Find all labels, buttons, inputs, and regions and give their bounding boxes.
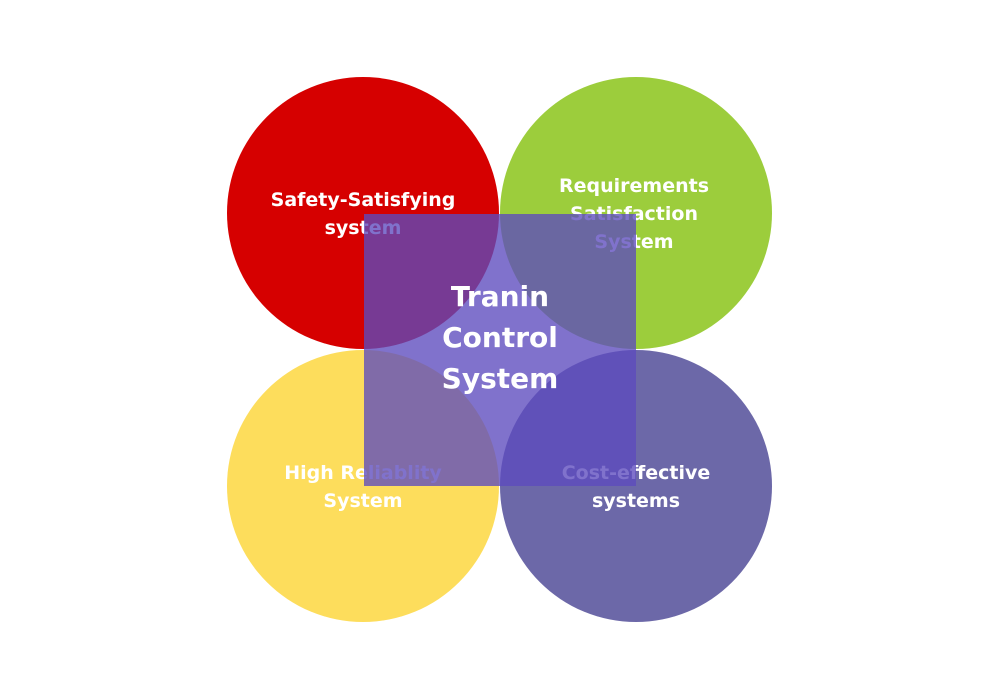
center-square <box>364 214 636 486</box>
center-title: Tranin Control System <box>441 280 559 395</box>
